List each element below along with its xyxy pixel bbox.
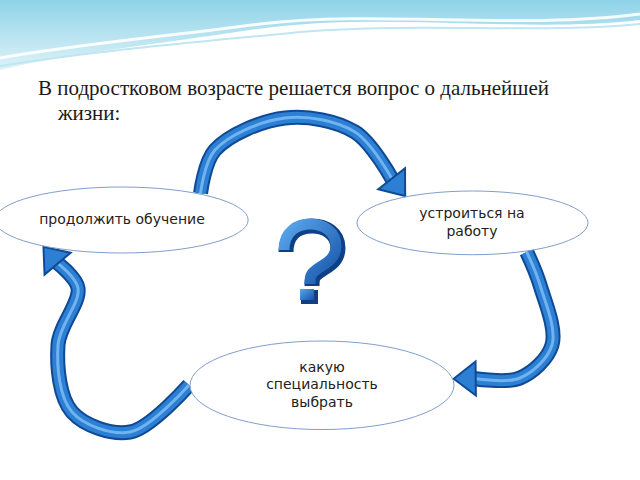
ellipse-shape — [357, 191, 588, 255]
question-mark — [258, 218, 348, 306]
curved-arrow — [43, 247, 189, 433]
arrow-shaft-outline — [56, 262, 189, 433]
curved-arrow — [454, 252, 553, 395]
slide-title: В подростковом возрасте решается вопрос … — [38, 76, 598, 126]
curved-arrow — [201, 117, 406, 196]
node-label: продолжить обучение — [39, 211, 205, 229]
top-wave-line — [0, 24, 640, 66]
arrow-shaft — [56, 262, 189, 433]
ellipse-shape — [0, 187, 249, 253]
top-wave — [0, 0, 640, 70]
arrow-shaft-outline — [474, 252, 553, 381]
ellipse-shape — [190, 341, 454, 430]
arrow-head — [378, 168, 405, 196]
ellipse-node: устроиться на работу — [356, 190, 589, 256]
arrow-shaft — [474, 252, 553, 381]
arrow-highlight — [201, 117, 393, 193]
arrow-head — [454, 361, 476, 395]
node-label: устроиться на работу — [397, 205, 547, 240]
arrow-highlight — [56, 262, 189, 433]
arrow-head — [43, 247, 70, 275]
arrow-shaft-outline — [201, 117, 393, 193]
ellipse-node: продолжить обучение — [0, 186, 250, 254]
node-label: какую специальность выбрать — [242, 359, 402, 412]
arrow-highlight — [474, 252, 553, 381]
ellipse-node: какую специальность выбрать — [189, 340, 455, 431]
top-wave-line — [0, 14, 640, 58]
arrow-shaft — [201, 117, 393, 193]
